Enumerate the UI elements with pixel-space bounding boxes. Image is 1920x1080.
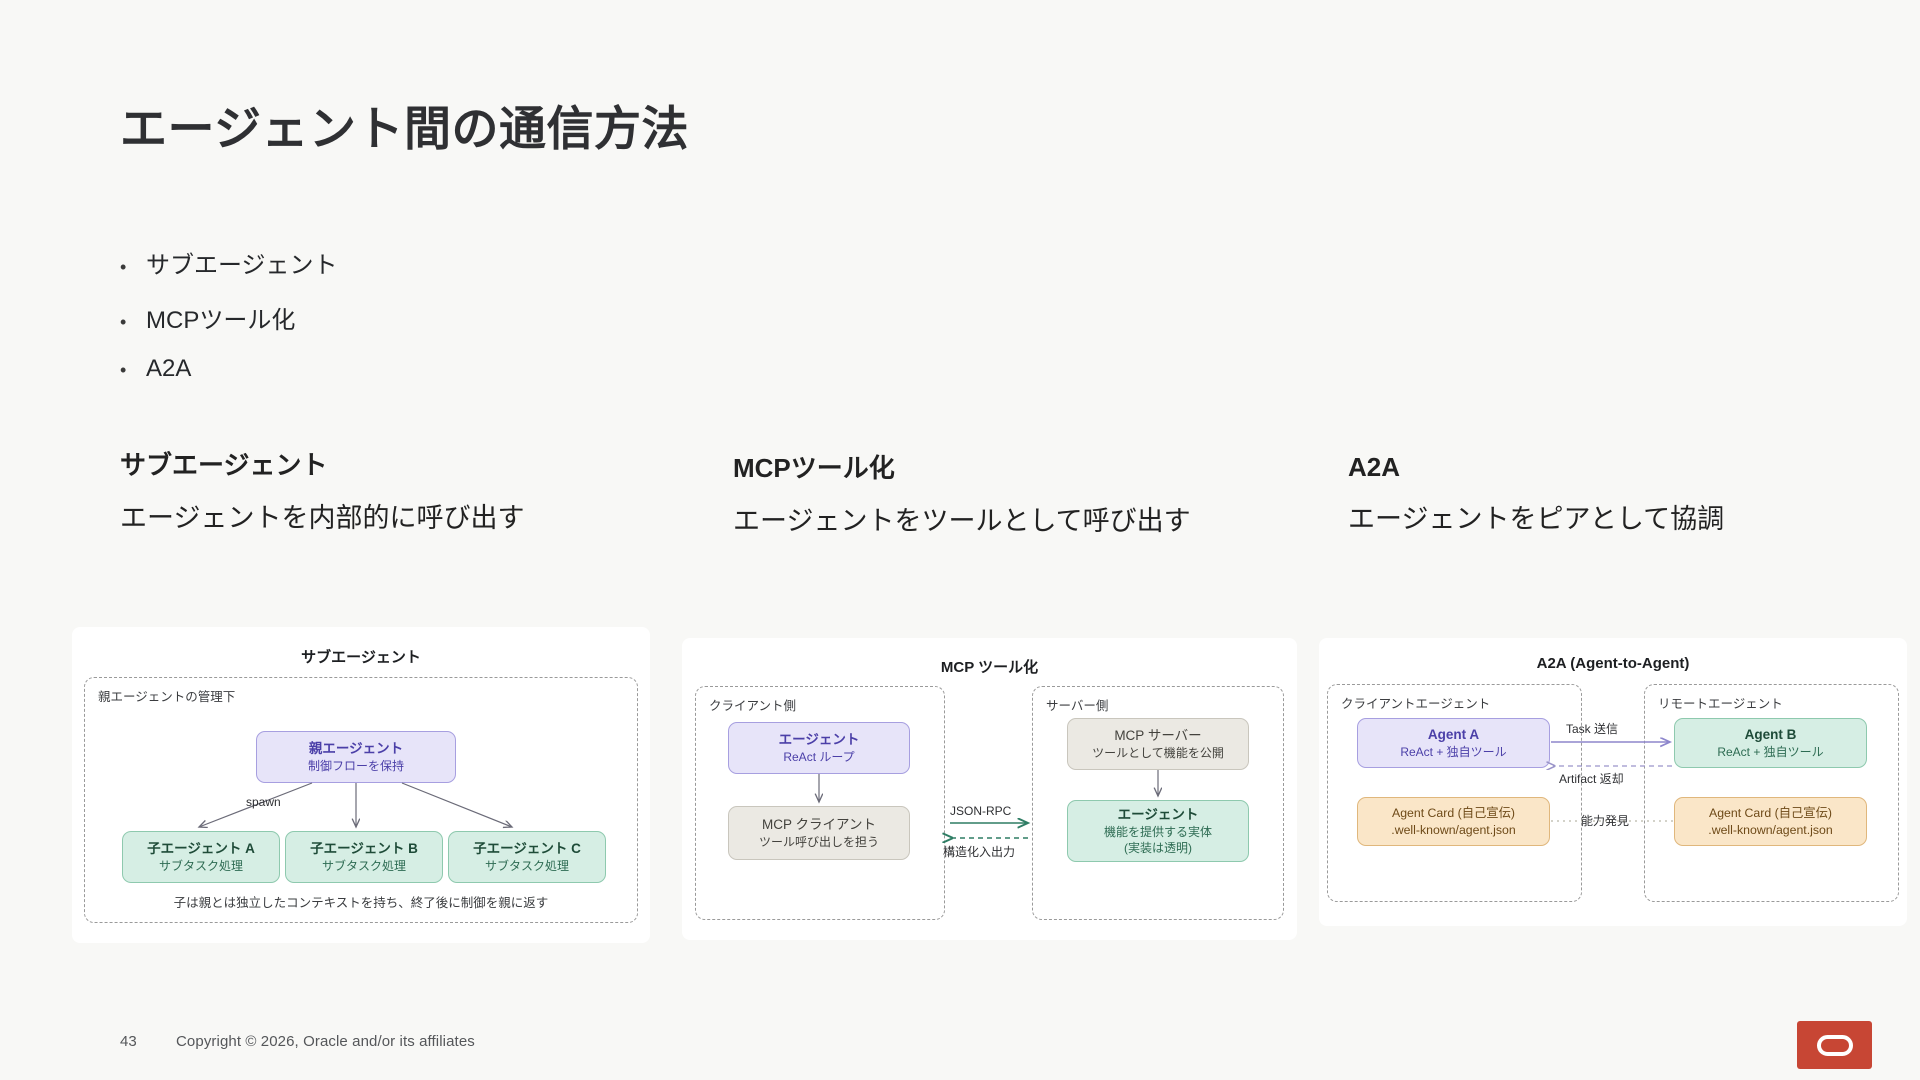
column-heading-mcp: MCPツール化 エージェントをツールとして呼び出す xyxy=(733,448,1191,538)
group-client-side: クライアント側 xyxy=(695,686,945,920)
bullet-dot-icon: • xyxy=(120,312,127,332)
node-title: エージェント xyxy=(778,731,860,747)
edge-label-spawn: spawn xyxy=(246,795,281,809)
node-desc: サブタスク処理 xyxy=(321,859,406,874)
node-title: 子エージェント B xyxy=(310,840,418,856)
node-desc: 機能を提供する実体 xyxy=(1103,824,1212,839)
node-desc: 制御フローを保持 xyxy=(307,759,404,774)
node-desc: .well-known/agent.json xyxy=(1708,822,1833,837)
group-label: リモートエージェント xyxy=(1658,697,1783,711)
node-agent-card-b: Agent Card (自己宣伝) .well-known/agent.json xyxy=(1674,797,1867,846)
node-desc: ReAct + 独自ツール xyxy=(1717,745,1824,760)
node-desc: ツールとして機能を公開 xyxy=(1092,746,1224,761)
node-title: Agent B xyxy=(1744,726,1797,742)
node-desc: サブタスク処理 xyxy=(484,859,569,874)
column-heading-a2a: A2A エージェントをピアとして協調 xyxy=(1348,452,1724,536)
bullet-label: MCPツール化 xyxy=(146,307,296,334)
group-parent-scope: 親エージェントの管理下 xyxy=(84,677,638,923)
node-mcp-server: MCP サーバー ツールとして機能を公開 xyxy=(1067,718,1249,770)
group-label: 親エージェントの管理下 xyxy=(98,690,236,704)
page-number: 43 xyxy=(120,1033,137,1050)
bullet-list: • サブエージェント • MCPツール化 • A2A xyxy=(120,245,820,403)
node-title: Agent Card (自己宣伝) xyxy=(1392,805,1515,820)
list-item: • サブエージェント xyxy=(120,245,820,280)
node-parent-agent: 親エージェント 制御フローを保持 xyxy=(256,731,456,783)
node-title: 子エージェント C xyxy=(473,840,581,856)
column-title: サブエージェント xyxy=(120,450,328,480)
group-label: クライアントエージェント xyxy=(1341,697,1491,711)
edge-label-jsonrpc: JSON-RPC xyxy=(950,804,1012,818)
list-item: • MCPツール化 xyxy=(120,300,820,335)
edge-label-task-send: Task 送信 xyxy=(1566,722,1619,736)
diagram-title: MCP ツール化 xyxy=(940,659,1039,676)
node-agent-b: Agent B ReAct + 独自ツール xyxy=(1674,718,1867,768)
copyright-text: Copyright © 2026, Oracle and/or its affi… xyxy=(176,1033,475,1050)
column-subtitle: エージェントを内部的に呼び出す xyxy=(120,503,525,533)
oracle-logo-icon xyxy=(1797,1021,1872,1069)
group-server-side: サーバー側 xyxy=(1032,686,1284,920)
column-title: A2A xyxy=(1348,452,1401,482)
bullet-dot-icon: • xyxy=(120,360,127,380)
diagram-card-a2a: A2A (Agent-to-Agent) クライアントエージェント リモートエー… xyxy=(1319,638,1907,926)
node-title: MCP サーバー xyxy=(1114,727,1202,743)
node-title: 子エージェント A xyxy=(147,840,255,856)
page-title: エージェント間の通信方法 xyxy=(120,102,690,155)
diagram-title: A2A (Agent-to-Agent) xyxy=(1536,655,1690,672)
node-client-agent: エージェント ReAct ループ xyxy=(728,722,910,774)
node-desc: .well-known/agent.json xyxy=(1391,822,1516,837)
node-title: 親エージェント xyxy=(308,740,404,756)
bullet-dot-icon: • xyxy=(120,257,127,277)
oracle-ring-shape xyxy=(1816,1034,1853,1056)
group-label: サーバー側 xyxy=(1046,699,1109,713)
node-child-agent-b: 子エージェント B サブタスク処理 xyxy=(285,831,443,883)
node-mcp-client: MCP クライアント ツール呼び出しを担う xyxy=(728,806,910,860)
node-desc: ReAct + 独自ツール xyxy=(1400,745,1507,760)
node-child-agent-c: 子エージェント C サブタスク処理 xyxy=(448,831,606,883)
node-desc: サブタスク処理 xyxy=(158,859,243,874)
diagram-card-subagent: サブエージェント 親エージェントの管理下 親エージェント 制御フローを保持 sp… xyxy=(72,627,650,943)
column-subtitle: エージェントをピアとして協調 xyxy=(1348,504,1725,534)
node-title: Agent A xyxy=(1427,726,1480,742)
node-desc: ReAct ループ xyxy=(783,750,855,765)
node-desc: ツール呼び出しを担う xyxy=(758,835,879,850)
node-server-agent: エージェント 機能を提供する実体 (実装は透明) xyxy=(1067,800,1249,862)
node-agent-card-a: Agent Card (自己宣伝) .well-known/agent.json xyxy=(1357,797,1550,846)
column-heading-subagent: サブエージェント エージェントを内部的に呼び出す xyxy=(120,445,524,535)
bullet-label: A2A xyxy=(146,355,192,382)
node-agent-a: Agent A ReAct + 独自ツール xyxy=(1357,718,1550,768)
diagram-title: サブエージェント xyxy=(301,649,421,666)
edge-label-artifact-return: Artifact 返却 xyxy=(1559,772,1624,786)
column-title: MCPツール化 xyxy=(733,453,895,483)
node-title: エージェント xyxy=(1117,806,1199,822)
group-client-agent: クライアントエージェント xyxy=(1327,684,1582,902)
node-title: MCP クライアント xyxy=(762,816,876,832)
node-child-agent-a: 子エージェント A サブタスク処理 xyxy=(122,831,280,883)
bullet-label: サブエージェント xyxy=(146,252,338,279)
edge-label-structured-io: 構造化入出力 xyxy=(943,845,1016,859)
list-item: • A2A xyxy=(120,355,820,383)
group-remote-agent: リモートエージェント xyxy=(1644,684,1899,902)
node-desc-2: (実装は透明) xyxy=(1124,841,1192,856)
diagram-footnote: 子は親とは独立したコンテキストを持ち、終了後に制御を親に返す xyxy=(173,896,549,910)
edge-label-capability-discovery: 能力発見 xyxy=(1581,814,1630,828)
group-label: クライアント側 xyxy=(709,699,797,713)
diagram-card-mcp: MCP ツール化 クライアント側 サーバー側 エージェント ReAct ループ … xyxy=(682,638,1297,940)
node-title: Agent Card (自己宣伝) xyxy=(1709,805,1832,820)
column-subtitle: エージェントをツールとして呼び出す xyxy=(733,506,1191,536)
